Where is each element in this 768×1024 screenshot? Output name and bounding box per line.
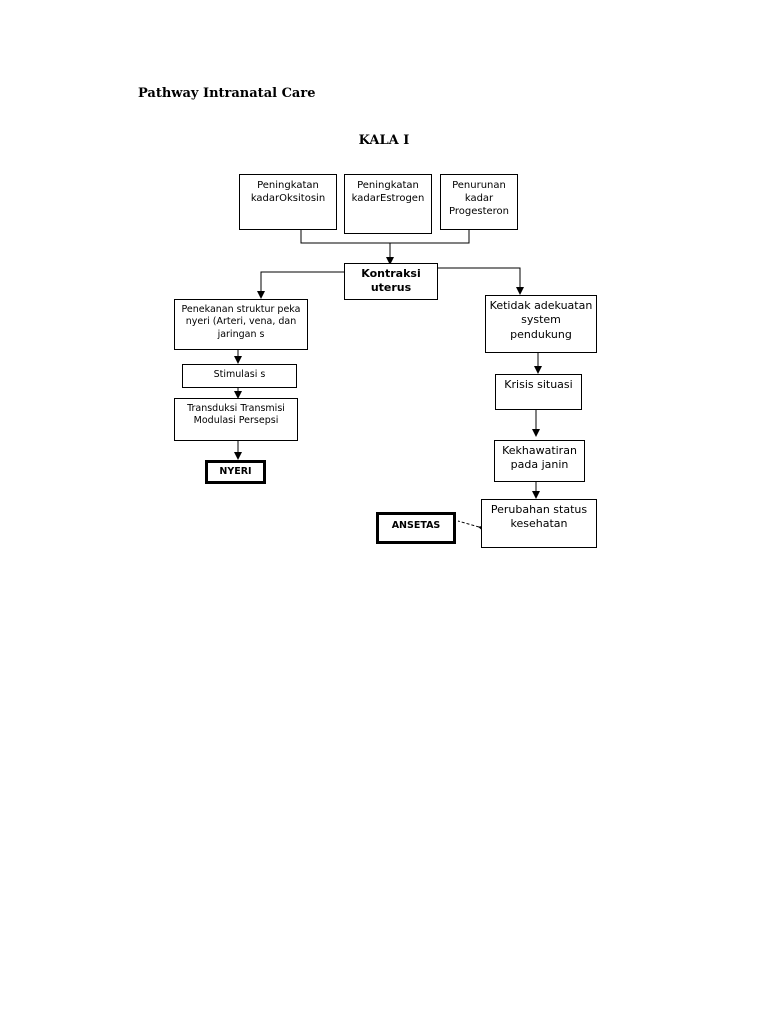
node-peningkatan-estrogen: Peningkatan kadarEstrogen	[344, 174, 432, 234]
node-penurunan-progesteron: Penurunan kadar Progesteron	[440, 174, 518, 230]
section-title: KALA I	[358, 133, 410, 148]
node-transduksi: Transduksi Transmisi Modulasi Persepsi	[174, 398, 298, 441]
node-krisis-situasi: Krisis situasi	[495, 374, 582, 410]
node-kekhawatiran: Kekhawatiran pada janin	[494, 440, 585, 482]
node-nyeri: NYERI	[205, 460, 266, 484]
connector-kontraksi-right	[438, 267, 524, 295]
connector-perubahan-ansietas	[457, 520, 487, 533]
node-ketidak-adekuatan: Ketidak adekuatan system pendukung	[485, 295, 597, 353]
connector-kontraksi-left	[257, 271, 345, 299]
node-peningkatan-oksitosin: Peningkatan kadarOksitosin	[239, 174, 337, 230]
node-penekanan-struktur: Penekanan struktur peka nyeri (Arteri, v…	[174, 299, 308, 350]
node-kontraksi-uterus: Kontraksi uterus	[344, 263, 438, 300]
node-ansietas: ANSETAS	[376, 512, 456, 544]
node-stimulasi: Stimulasi s	[182, 364, 297, 388]
page-title: Pathway Intranatal Care	[138, 86, 316, 101]
node-perubahan-status: Perubahan status kesehatan	[481, 499, 597, 548]
